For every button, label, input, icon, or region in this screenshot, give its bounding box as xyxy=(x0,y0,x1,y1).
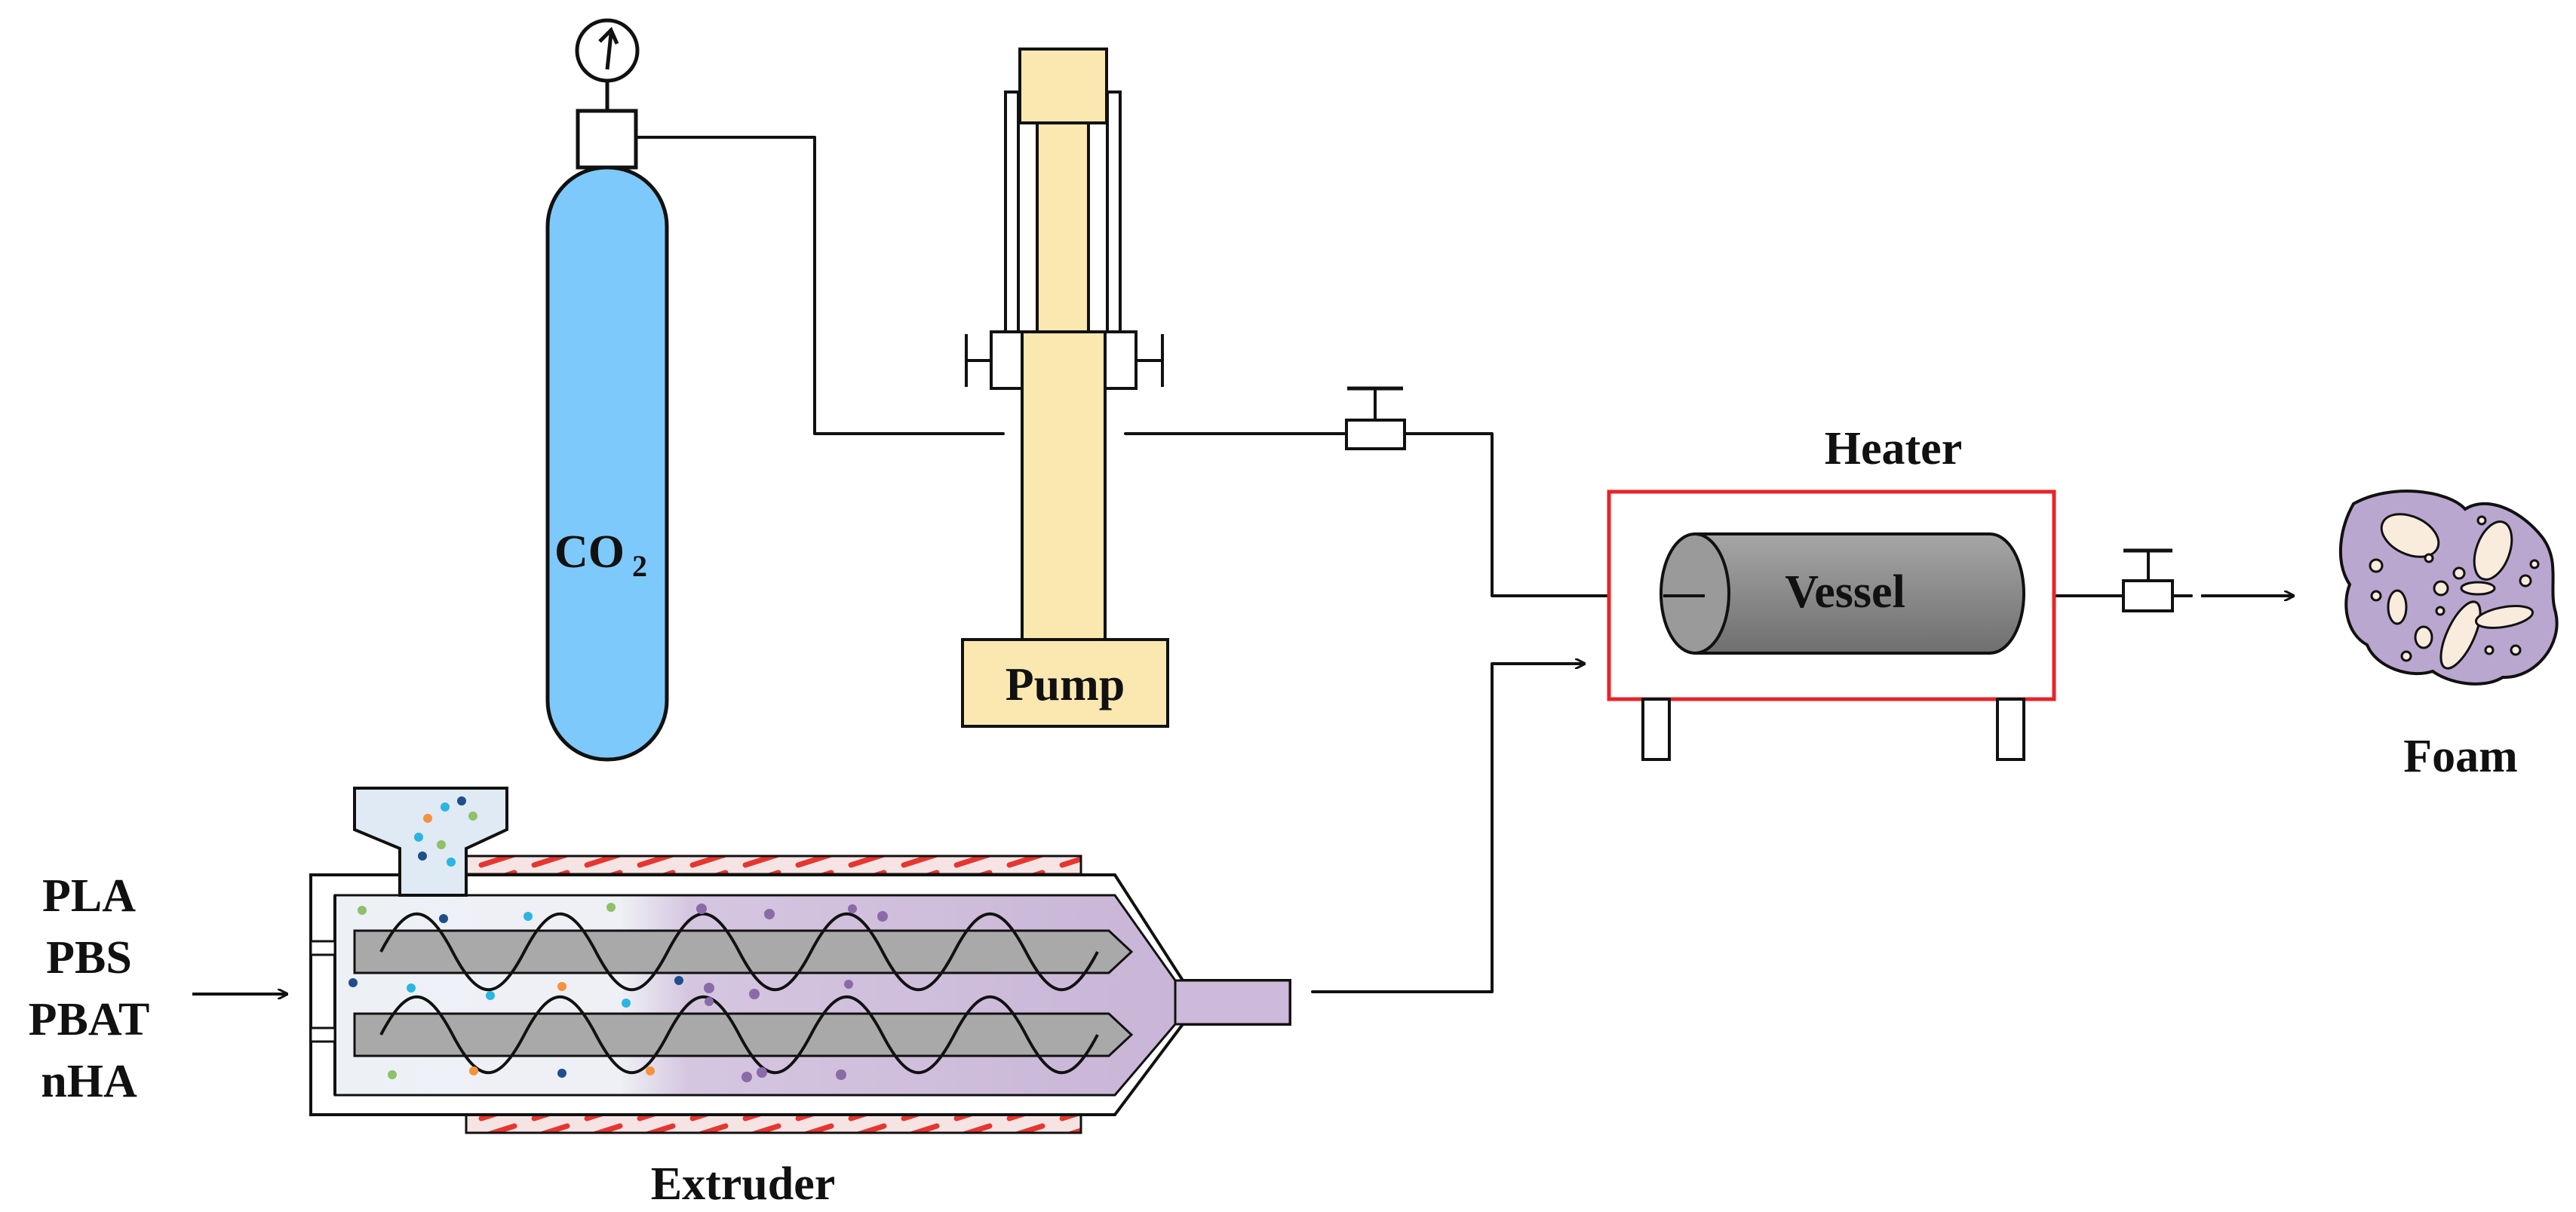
cylinder-label-subscript: 2 xyxy=(632,549,647,583)
material-item: PBS xyxy=(46,932,132,983)
cylinder-valve xyxy=(576,109,638,170)
feed-hopper xyxy=(353,787,508,897)
pressure-vessel: Vessel xyxy=(1660,532,2025,655)
pump-barrel xyxy=(1021,330,1107,641)
heater-label: Heater xyxy=(1825,423,1962,474)
pump-clamp-left xyxy=(990,330,1024,390)
heater-leg-left xyxy=(1641,698,1671,761)
screw-lower xyxy=(353,995,1134,1075)
melt-particles xyxy=(696,904,888,1082)
screw-upper xyxy=(353,912,1134,992)
pump-top-cap xyxy=(1018,48,1108,124)
cylinder-label: CO xyxy=(554,526,625,578)
foam-label: Foam xyxy=(2403,731,2518,782)
heater-leg-right xyxy=(1996,698,2025,761)
pump-clamp-right xyxy=(1104,330,1138,390)
heater-band-top xyxy=(465,855,1082,876)
twin-screw-extruder: Extruder xyxy=(309,787,1291,1210)
syringe-pump: Pump xyxy=(961,48,1169,728)
material-list: PLA PBS PBAT nHA xyxy=(29,870,150,1107)
pump-base xyxy=(961,638,1169,728)
extruder-die xyxy=(1174,979,1291,1026)
piping-lines xyxy=(634,136,2193,993)
co2-cylinder: CO 2 xyxy=(545,18,669,762)
foam-pores xyxy=(2369,513,2540,670)
cylinder-body xyxy=(545,165,669,762)
inlet-valve-icon xyxy=(1345,386,1406,450)
outlet-valve-icon xyxy=(2122,548,2174,612)
pump-label: Pump xyxy=(1006,659,1125,710)
pump-plunger xyxy=(1036,121,1090,333)
extruder-label: Extruder xyxy=(651,1158,836,1210)
foam-sample: Foam xyxy=(2338,489,2559,782)
material-item: PLA xyxy=(42,870,136,922)
pressure-gauge-icon xyxy=(575,18,640,83)
vessel-label: Vessel xyxy=(1785,566,1905,618)
material-item: nHA xyxy=(41,1056,137,1107)
material-item: PBAT xyxy=(29,994,150,1045)
feed-particles xyxy=(348,903,683,1079)
heater-band-bottom xyxy=(465,1113,1082,1134)
